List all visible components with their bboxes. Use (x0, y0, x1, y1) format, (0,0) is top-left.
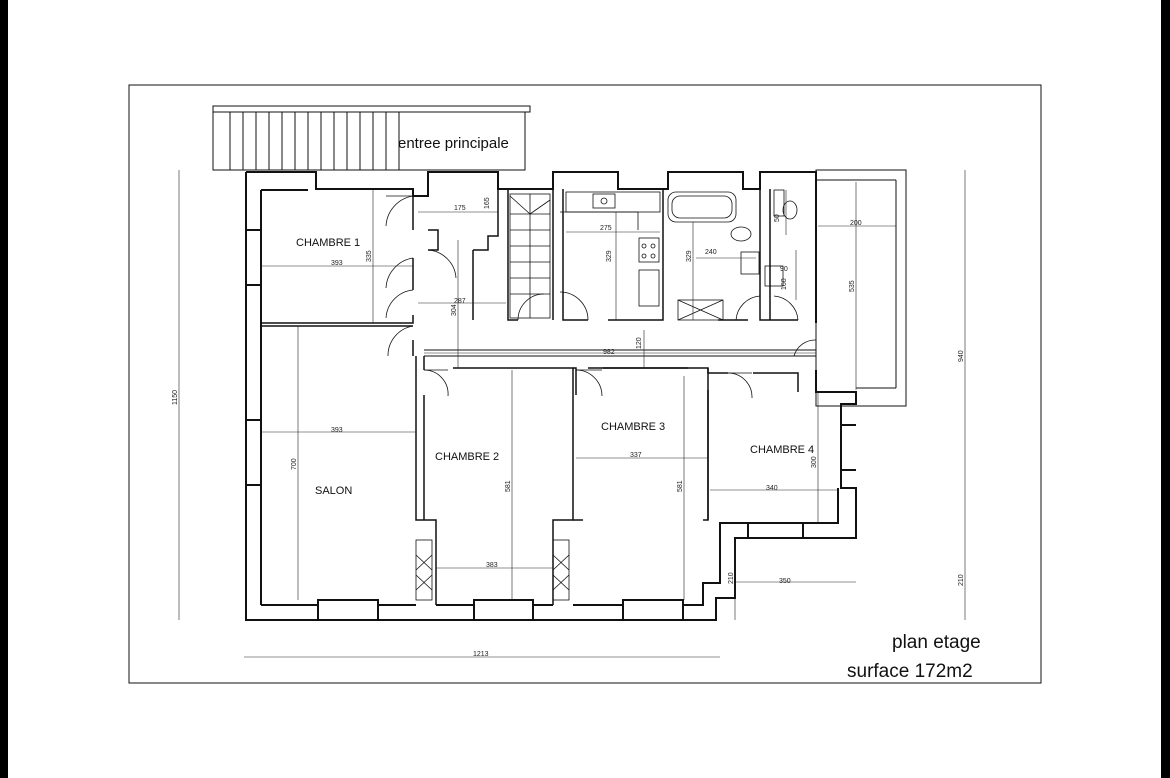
dimension-label: 240 (705, 249, 717, 256)
dimension-label: 340 (766, 485, 778, 492)
dimension-label: 175 (454, 205, 466, 212)
dimension-label: 581 (677, 480, 684, 492)
doors (385, 195, 817, 399)
room-label-chambre-2: CHAMBRE 2 (435, 451, 499, 463)
dimension-label: 383 (486, 562, 498, 569)
plan-sheet: CHAMBRE 1 CHAMBRE 2 CHAMBRE 3 CHAMBRE 4 … (8, 0, 1161, 778)
interior-stairs (509, 193, 551, 319)
dimension-label: 165 (484, 197, 491, 209)
dimension-label: 300 (811, 456, 818, 468)
dimension-label: 1213 (473, 651, 489, 658)
drawing-frame (128, 84, 1042, 684)
dimension-label: 393 (331, 260, 343, 267)
bay-windows (415, 539, 570, 601)
room-label-chambre-3: CHAMBRE 3 (601, 421, 665, 433)
dimension-label: 120 (636, 337, 643, 349)
dimension-label: 1150 (172, 390, 179, 405)
room-label-salon: SALON (315, 485, 352, 497)
plan-surface: surface 172m2 (847, 661, 973, 682)
terrace (815, 169, 907, 407)
plan-title: plan etage (892, 632, 981, 653)
dimension-label: 304 (451, 304, 458, 316)
dimension-label: 90 (780, 266, 788, 273)
entrance-label: entree principale (398, 135, 509, 152)
dimension-label: 337 (630, 452, 642, 459)
dimension-label: 535 (849, 280, 856, 292)
entrance-stairs (212, 105, 531, 171)
dimension-label: 275 (600, 225, 612, 232)
dimension-label: 329 (686, 250, 693, 262)
dimension-label: 50 (774, 214, 781, 222)
interior-walls (261, 188, 816, 605)
dimension-lines (178, 170, 966, 658)
exterior-walls (245, 171, 857, 621)
dimension-label: 393 (331, 427, 343, 434)
dimension-label: 210 (958, 574, 965, 586)
bathroom-fixtures (667, 189, 798, 321)
dimension-label: 200 (850, 220, 862, 227)
floor-plan: CHAMBRE 1 CHAMBRE 2 CHAMBRE 3 CHAMBRE 4 … (128, 84, 1042, 684)
room-label-chambre-1: CHAMBRE 1 (296, 237, 360, 249)
dimension-label: 700 (291, 458, 298, 470)
dimension-label: 581 (505, 480, 512, 492)
dimension-label: 160 (781, 278, 788, 290)
dimension-label: 350 (779, 578, 791, 585)
dimension-label: 329 (606, 250, 613, 262)
dimension-label: 210 (728, 572, 735, 584)
dimension-label: 940 (958, 350, 965, 362)
dimension-label: 287 (454, 298, 466, 305)
dimension-label: 982 (603, 349, 615, 356)
kitchen-fixtures (560, 191, 661, 307)
room-label-chambre-4: CHAMBRE 4 (750, 444, 814, 456)
dimension-label: 335 (366, 250, 373, 262)
